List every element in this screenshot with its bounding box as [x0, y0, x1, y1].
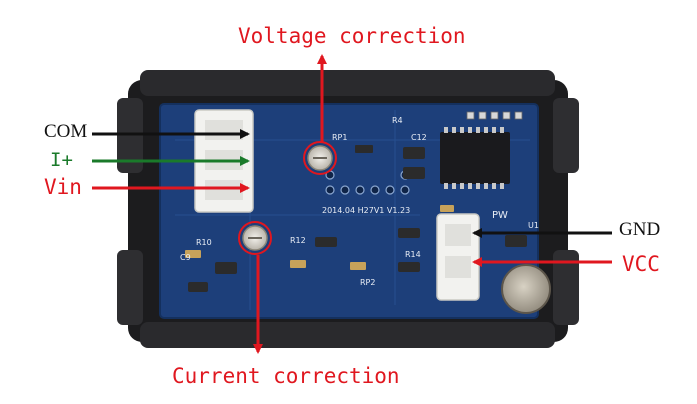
pcb-r14: R14 [405, 250, 421, 259]
pcb-r10: R10 [196, 238, 212, 247]
com-label: COM [44, 121, 88, 142]
power-connector [436, 213, 480, 301]
pcb-pw: PW [492, 210, 508, 221]
pcb-u1: U1 [528, 221, 539, 230]
voltage-correction-label: Voltage correction [238, 24, 466, 48]
current-trimmer-pot [238, 221, 272, 255]
vin-label: Vin [44, 175, 82, 199]
i-plus-label: I+ [50, 149, 73, 171]
pcb-c12: C12 [411, 133, 427, 142]
pcb-rp1: RP1 [332, 133, 347, 142]
gnd-label: GND [619, 219, 661, 240]
pcb-rp2: RP2 [360, 278, 375, 287]
pcb-r4: R4 [392, 116, 403, 125]
pcb-c9: C9 [180, 253, 191, 262]
voltage-trimmer-pot [303, 141, 337, 175]
current-correction-label: Current correction [172, 364, 400, 388]
electrolytic-capacitor [501, 264, 551, 314]
pcb-r12: R12 [290, 236, 306, 245]
pcb-date-rev: 2014.04 H27V1 V1.23 [322, 206, 410, 215]
vcc-label: VCC [622, 252, 660, 276]
